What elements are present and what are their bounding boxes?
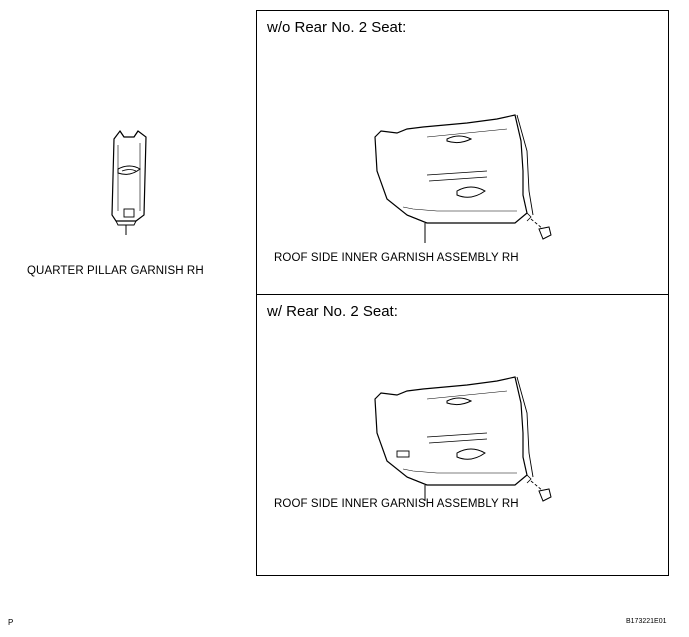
roof-side-inner-garnish-label: ROOF SIDE INNER GARNISH ASSEMBLY RH [274,498,519,510]
roof-side-inner-garnish-drawing [374,376,552,502]
roof-side-inner-garnish-drawing [374,114,552,243]
panel-without-rear-seat: w/o Rear No. 2 Seat: ROOF SIDE INNER GAR… [256,10,669,295]
quarter-pillar-garnish-drawing [111,129,147,235]
roof-side-inner-garnish-label: ROOF SIDE INNER GARNISH ASSEMBLY RH [274,252,519,264]
quarter-pillar-garnish-label: QUARTER PILLAR GARNISH RH [27,265,204,277]
figure-id: B173221E01 [626,618,667,625]
panel-title: w/ Rear No. 2 Seat: [267,303,398,320]
footer-left-mark: P [8,618,14,627]
panel-title: w/o Rear No. 2 Seat: [267,19,407,36]
panel-with-rear-seat: w/ Rear No. 2 Seat: ROOF SIDE INNER GARN… [256,294,669,576]
